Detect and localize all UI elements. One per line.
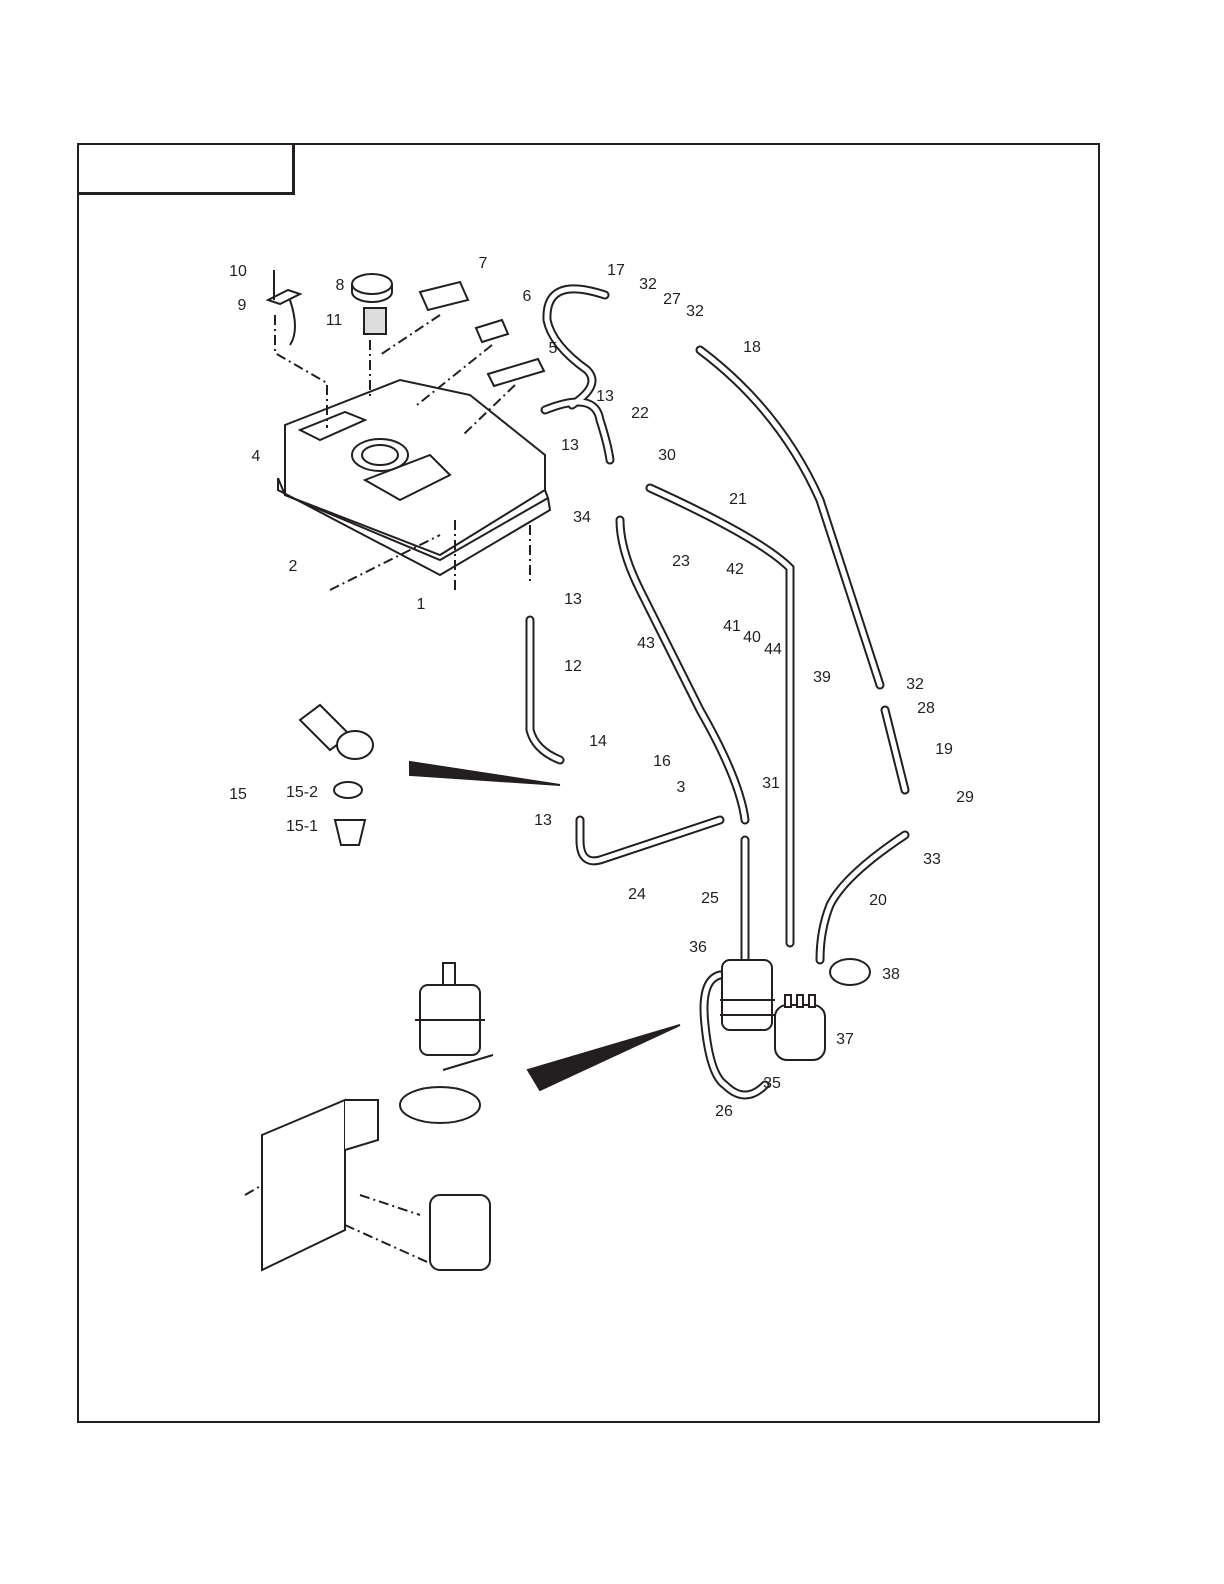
callout-15: 15 — [229, 786, 247, 803]
filter-bracket-detail — [261, 962, 494, 1272]
detail-pointer — [526, 1024, 681, 1092]
title-box — [79, 145, 295, 195]
callout-25: 25 — [701, 890, 719, 907]
callout-13: 13 — [596, 388, 614, 405]
callout-10: 10 — [229, 263, 247, 280]
callout-36: 36 — [689, 939, 707, 956]
labels-decals — [418, 280, 546, 388]
callout-35: 35 — [763, 1075, 781, 1092]
callout-33: 33 — [923, 851, 941, 868]
fuel-tank — [277, 378, 552, 577]
detail-pointer — [409, 760, 561, 786]
callout-20: 20 — [869, 892, 887, 909]
callout-34: 34 — [573, 509, 591, 526]
callout-8: 8 — [336, 277, 345, 294]
callout-23: 23 — [672, 553, 690, 570]
callout-39: 39 — [813, 669, 831, 686]
assembly-lines — [244, 314, 531, 1271]
callout-44: 44 — [764, 641, 782, 658]
callout-28: 28 — [917, 700, 935, 717]
callout-29: 29 — [956, 789, 974, 806]
fuel-filter-36 — [720, 959, 775, 1031]
fuel-cap — [351, 273, 393, 303]
fuel-pump-37 — [774, 994, 826, 1061]
callout-31: 31 — [762, 775, 780, 792]
callout-7: 7 — [479, 255, 488, 272]
callout-37: 37 — [836, 1031, 854, 1048]
fuel-gauge — [265, 270, 303, 346]
fuel-cock-detail — [298, 703, 374, 846]
callout-13: 13 — [564, 591, 582, 608]
callout-17: 17 — [607, 262, 625, 279]
callout-4: 4 — [252, 448, 261, 465]
callout-1: 1 — [417, 596, 426, 613]
callout-26: 26 — [715, 1103, 733, 1120]
callout-24: 24 — [628, 886, 646, 903]
callout-30: 30 — [658, 447, 676, 464]
callout-19: 19 — [935, 741, 953, 758]
callout-13: 13 — [561, 437, 579, 454]
callout-18: 18 — [743, 339, 761, 356]
callout-3: 3 — [677, 779, 686, 796]
callout-15-2: 15-2 — [286, 784, 318, 801]
callout-38: 38 — [882, 966, 900, 983]
callout-21: 21 — [729, 491, 747, 508]
callout-42: 42 — [726, 561, 744, 578]
callout-13: 13 — [534, 812, 552, 829]
callout-11: 11 — [326, 312, 343, 329]
callout-32: 32 — [906, 676, 924, 693]
callout-40: 40 — [743, 629, 761, 646]
callout-43: 43 — [637, 635, 655, 652]
callout-5: 5 — [549, 340, 558, 357]
callout-14: 14 — [589, 733, 607, 750]
callout-12: 12 — [564, 658, 582, 675]
callout-27: 27 — [663, 291, 681, 308]
strainer — [363, 307, 387, 335]
callout-9: 9 — [238, 297, 247, 314]
callout-41: 41 — [723, 618, 741, 635]
callout-2: 2 — [289, 558, 298, 575]
callout-6: 6 — [523, 288, 532, 305]
callout-32: 32 — [686, 303, 704, 320]
cap-38 — [829, 958, 871, 986]
callout-16: 16 — [653, 753, 671, 770]
callout-32: 32 — [639, 276, 657, 293]
callout-15-1: 15-1 — [286, 818, 318, 835]
diagram-frame — [77, 143, 1100, 1423]
callout-22: 22 — [631, 405, 649, 422]
